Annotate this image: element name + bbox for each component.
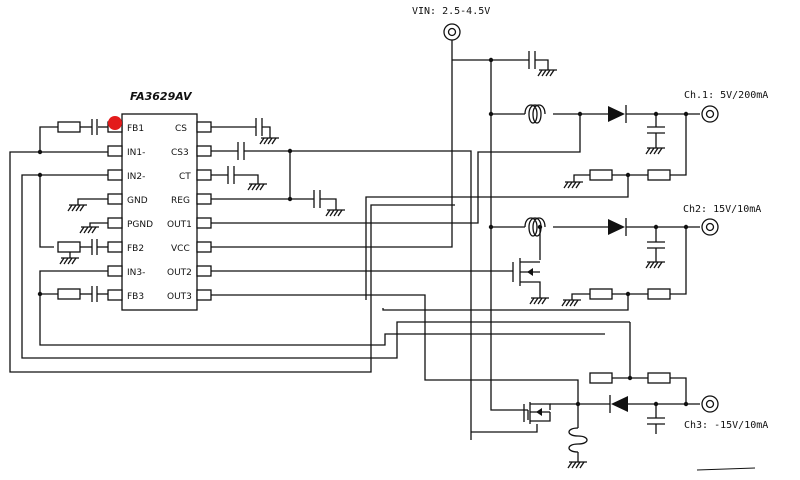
chip-body <box>121 113 198 311</box>
channel-3-label: Ch3: -15V/10mA <box>684 420 768 431</box>
vin-label: VIN: 2.5-4.5V <box>412 6 490 17</box>
svg-text:IN2-: IN2- <box>127 172 145 182</box>
output-wires <box>211 60 581 404</box>
svg-text:FB2: FB2 <box>127 244 144 254</box>
timing-capacitors <box>211 118 472 440</box>
mosfet-ch3 <box>471 402 551 433</box>
left-pin-gnd: GND <box>107 193 148 206</box>
chip-title: FA3629AV <box>130 90 193 103</box>
vin-terminal <box>443 23 461 41</box>
channel-1-circuit: Ch.1: 5V/200mA <box>365 90 768 300</box>
right-pin-out3: OUT3 <box>167 289 212 302</box>
left-pin-in1: IN1- <box>107 145 145 158</box>
inductor-ch3 <box>568 427 588 453</box>
terminal-ch3 <box>701 395 719 413</box>
svg-text:FB3: FB3 <box>127 292 144 302</box>
svg-text:OUT3: OUT3 <box>167 292 192 302</box>
channel-1-label: Ch.1: 5V/200mA <box>684 90 768 101</box>
marker-dot <box>108 116 122 130</box>
svg-text:FB1: FB1 <box>127 124 144 134</box>
diode-ch2 <box>608 219 625 235</box>
chip-fa3629av: FA3629AV FB1 IN1- IN2- GND PGND FB2 IN3-… <box>107 90 212 311</box>
inductor-ch1 <box>524 104 546 124</box>
channel-2-label: Ch2: 15V/10mA <box>683 204 761 215</box>
resistor-ch3-right <box>647 372 671 384</box>
vin-bus: VIN: 2.5-4.5V <box>412 6 558 411</box>
svg-text:CS: CS <box>175 124 187 134</box>
diode-ch3 <box>611 396 628 412</box>
right-pin-out2: OUT2 <box>167 265 212 278</box>
left-feedback-network <box>9 119 630 373</box>
terminal-ch1 <box>701 105 719 123</box>
left-pin-fb2: FB2 <box>107 241 144 254</box>
svg-text:OUT2: OUT2 <box>167 268 192 278</box>
terminal-ch2 <box>701 218 719 236</box>
svg-text:VCC: VCC <box>171 244 190 254</box>
channel-2-circuit: Ch2: 15V/10mA <box>382 204 761 311</box>
diode-ch1 <box>608 106 625 122</box>
left-pin-fb3: FB3 <box>107 289 144 302</box>
channel-3-circuit: Ch3: -15V/10mA <box>471 322 768 471</box>
left-pin-pgnd: PGND <box>107 217 153 230</box>
svg-text:IN3-: IN3- <box>127 268 145 278</box>
mosfet-ch2 <box>512 227 550 305</box>
resistor-ch2-top <box>647 288 671 300</box>
left-pin-in2: IN2- <box>107 169 145 182</box>
resistor-fb1 <box>57 121 81 133</box>
svg-text:OUT1: OUT1 <box>167 220 192 230</box>
svg-text:PGND: PGND <box>127 220 153 230</box>
svg-text:IN1-: IN1- <box>127 148 145 158</box>
resistor-ch1-bottom <box>589 169 613 181</box>
svg-text:GND: GND <box>127 196 148 206</box>
svg-text:REG: REG <box>171 196 190 206</box>
svg-text:CS3: CS3 <box>171 148 189 158</box>
resistor-ch2-bottom <box>589 288 613 300</box>
resistor-fb3 <box>57 288 81 300</box>
svg-text:CT: CT <box>179 172 191 182</box>
resistor-ch1-top <box>647 169 671 181</box>
resistor-fb2 <box>57 241 81 253</box>
left-pin-in3: IN3- <box>107 265 145 278</box>
resistor-ch3-left <box>589 372 613 384</box>
inductor-ch2 <box>524 217 546 237</box>
pen-stroke <box>696 467 756 471</box>
right-pin-out1: OUT1 <box>167 217 212 230</box>
